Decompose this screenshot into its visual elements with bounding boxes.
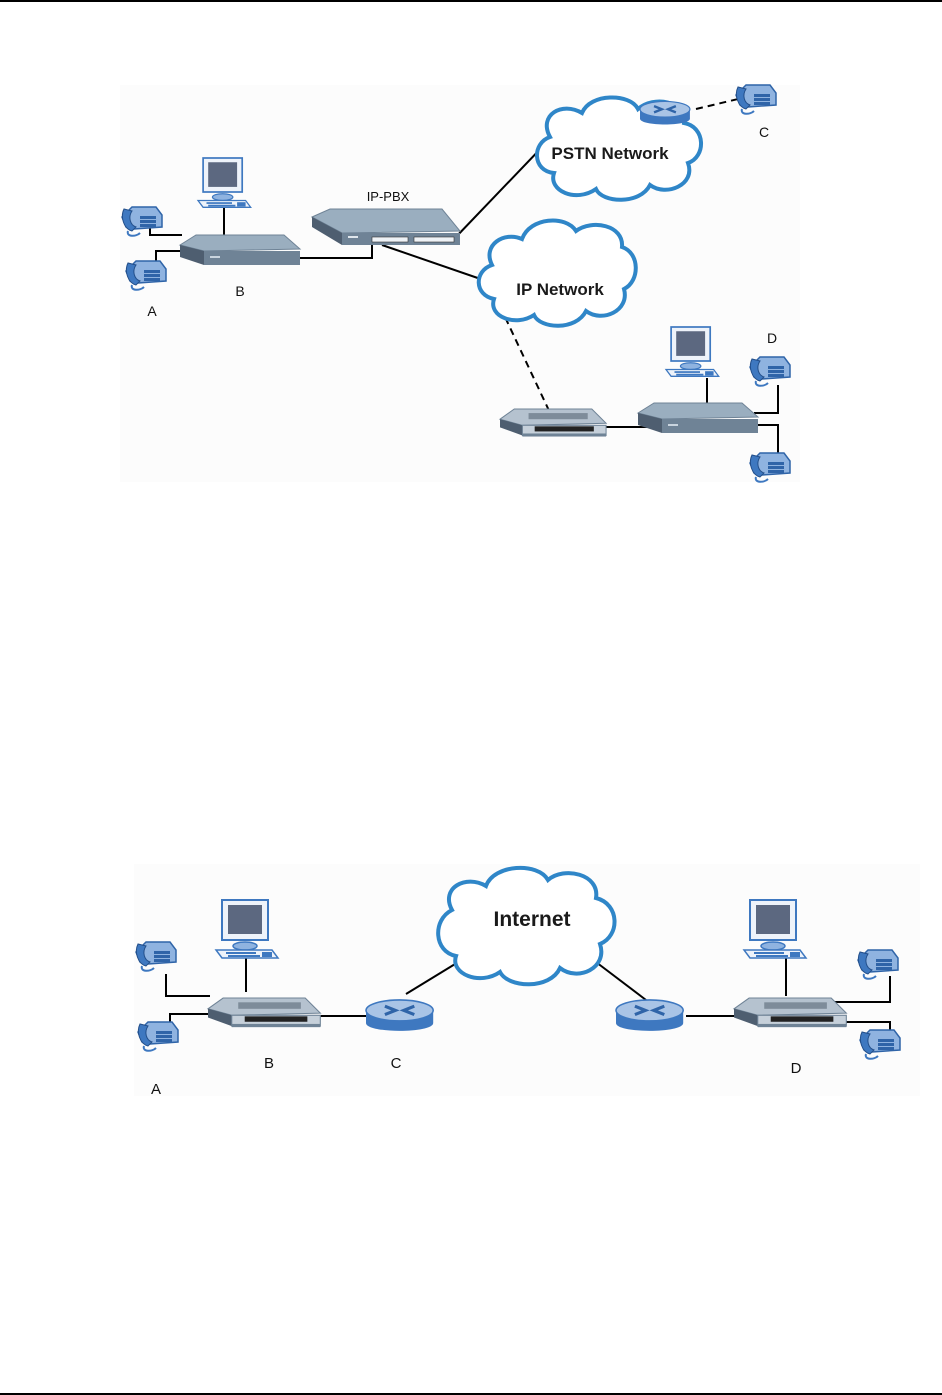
pstn-network-label: PSTN Network bbox=[551, 144, 669, 163]
phone-d1-icon bbox=[858, 950, 898, 979]
phone-a1-icon bbox=[122, 207, 162, 236]
pstn-router-icon bbox=[640, 101, 690, 124]
label-c: C bbox=[759, 124, 769, 140]
label-d: D bbox=[767, 330, 777, 346]
modem-d-icon bbox=[734, 998, 846, 1027]
link-router-phone-c-dashed bbox=[696, 99, 738, 109]
label-c: C bbox=[391, 1055, 402, 1072]
gateway-b-icon bbox=[180, 235, 300, 265]
link-modem-d-phone-d1 bbox=[834, 976, 890, 1002]
label-a: A bbox=[151, 1081, 161, 1098]
phone-a2-icon bbox=[138, 1022, 178, 1051]
gateway-d-icon bbox=[638, 403, 758, 433]
pc-b-icon bbox=[216, 900, 278, 958]
label-d: D bbox=[791, 1060, 802, 1077]
pc-d-icon bbox=[744, 900, 806, 958]
ip-network-label: IP Network bbox=[516, 280, 604, 299]
label-b: B bbox=[264, 1055, 274, 1072]
router-c-icon bbox=[366, 1000, 433, 1031]
internet-cloud: Internet bbox=[438, 868, 614, 984]
router-d-icon bbox=[616, 1000, 683, 1031]
link-phone-a1-modem-b bbox=[166, 974, 210, 996]
ip-network-cloud: IP Network bbox=[479, 221, 636, 326]
phone-d1-icon bbox=[750, 357, 790, 386]
link-gateway-phone-d1 bbox=[754, 385, 778, 413]
pc-d-icon bbox=[666, 327, 719, 376]
ip-pbx-network-diagram: PSTN Network IP Network IP-PBX bbox=[120, 85, 800, 482]
label-b: B bbox=[235, 283, 244, 299]
internet-voip-diagram: Internet A B C D bbox=[134, 864, 920, 1096]
pc-b-icon bbox=[198, 158, 251, 207]
phone-d2-icon bbox=[750, 453, 790, 482]
phone-a1-icon bbox=[136, 942, 176, 971]
modem-d-icon bbox=[500, 409, 606, 437]
ip-pbx-switch-icon bbox=[312, 209, 460, 245]
modem-b-icon bbox=[208, 998, 320, 1027]
phone-d2-icon bbox=[860, 1030, 900, 1059]
label-a: A bbox=[147, 303, 157, 319]
phone-a2-icon bbox=[126, 261, 166, 290]
phone-c-icon bbox=[736, 85, 776, 114]
link-phone-a2-modem-b bbox=[170, 1014, 210, 1028]
internet-label: Internet bbox=[493, 908, 570, 931]
header-rule bbox=[0, 0, 942, 2]
ip-pbx-label: IP-PBX bbox=[367, 189, 410, 204]
